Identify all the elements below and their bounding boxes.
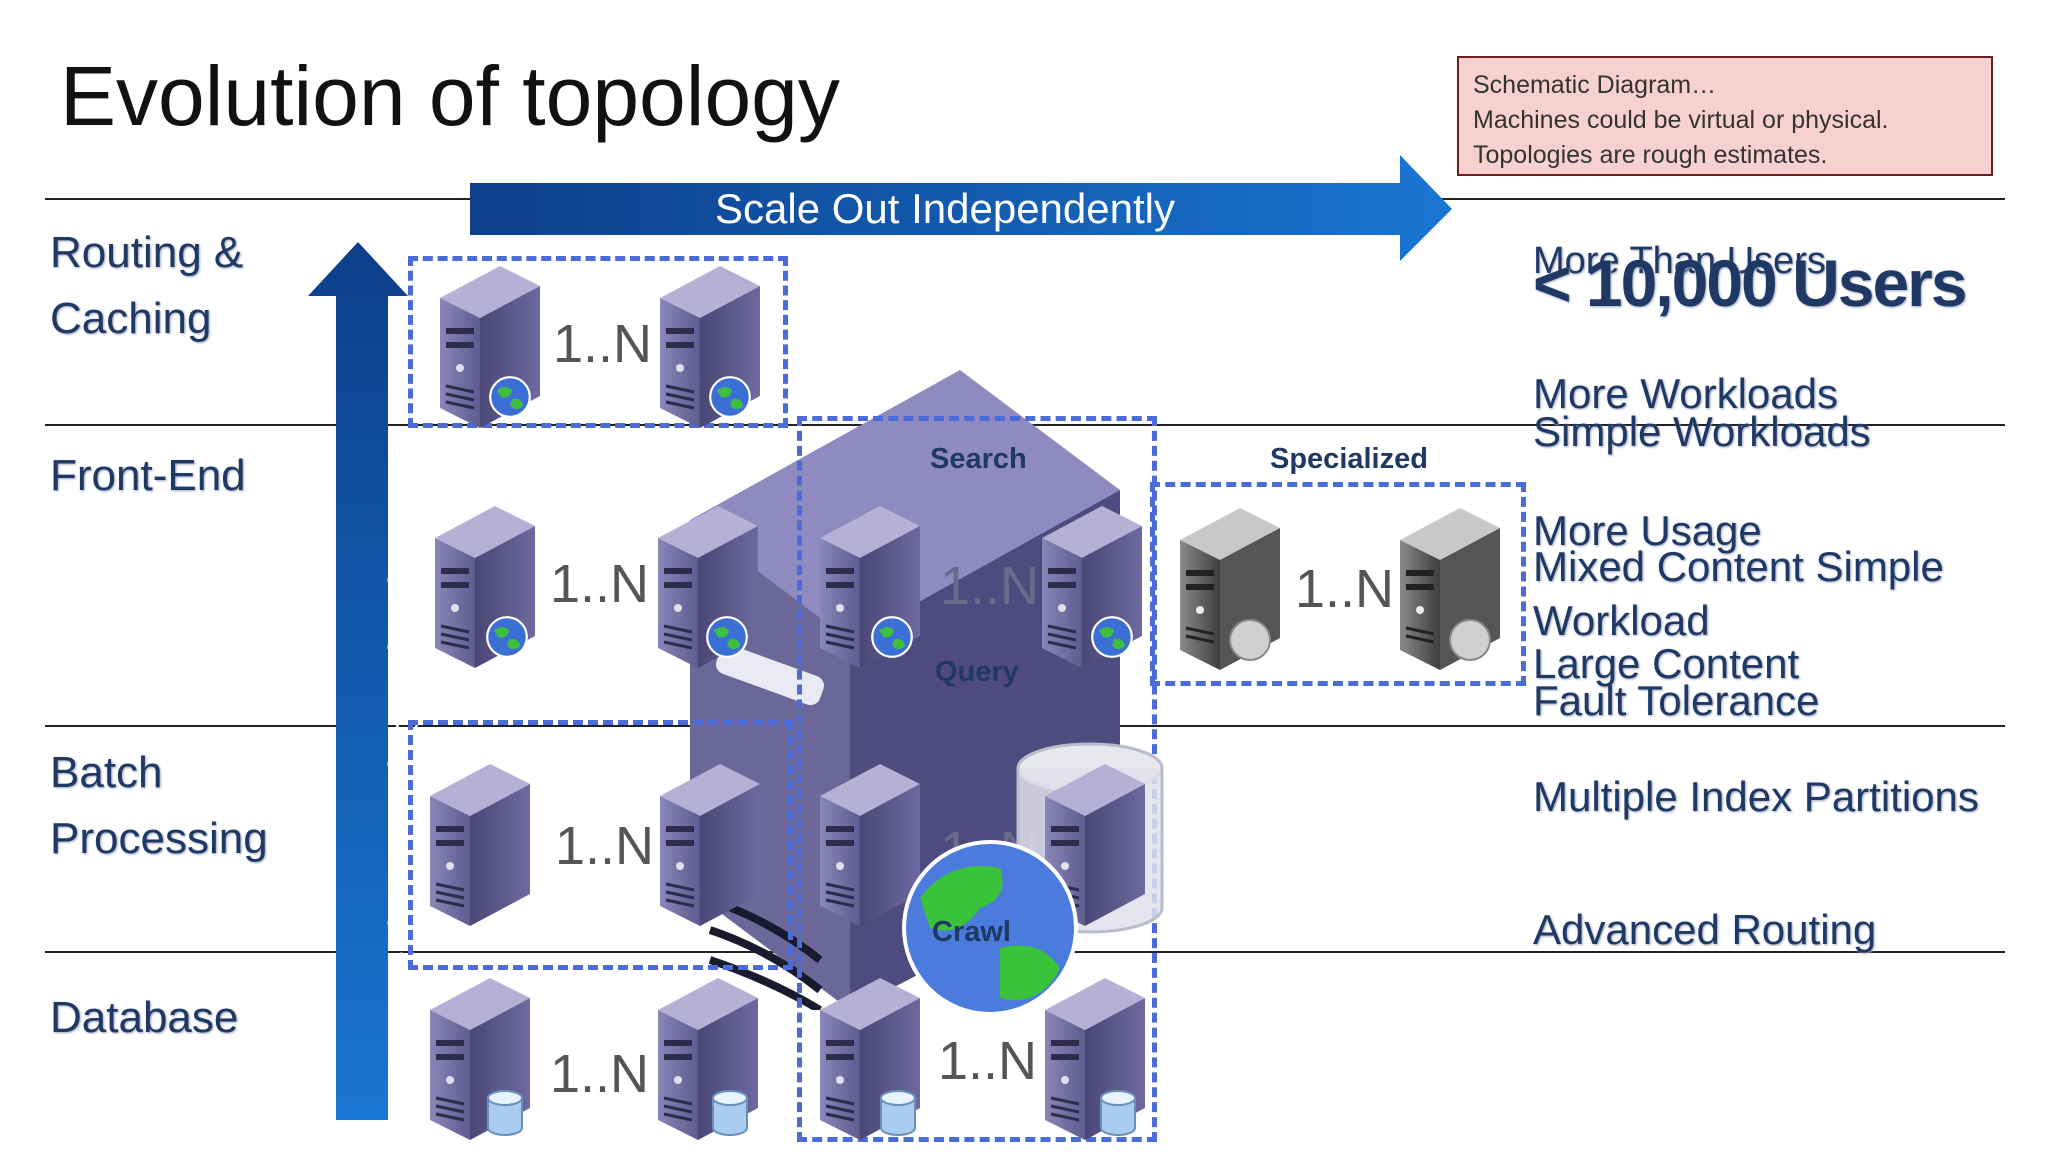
globe-icon: [708, 375, 752, 419]
routing-text: Advanced Routing: [1533, 906, 1877, 953]
workloads-text-2: Simple Workloads: [1533, 408, 1871, 455]
usage-text-1: More Usage: [1533, 507, 1762, 554]
disk-icon: [1449, 619, 1491, 661]
scale-up-arrow: [308, 242, 408, 1120]
schematic-note: Schematic Diagram… Machines could be vir…: [1457, 56, 1993, 176]
globe-icon: [705, 615, 749, 659]
multiplicity-label: 1..N: [940, 556, 1040, 616]
multiplicity-label: 1..N: [553, 314, 653, 374]
row-label-routing: Routing & Caching: [50, 220, 243, 352]
scale-out-arrow: [470, 155, 1452, 261]
disk-icon: [1229, 619, 1271, 661]
multiplicity-label: 1..N: [550, 554, 650, 614]
usage-text-3: Workload: [1533, 597, 1710, 644]
users-overlap-text: More Than Users: [1533, 240, 1826, 282]
database-icon: [878, 1090, 918, 1136]
crawl-caption: Crawl: [932, 916, 1011, 948]
row-label-routing-1: Routing &: [50, 228, 244, 277]
content-text: Large Content: [1533, 640, 1800, 687]
server-icon: [650, 756, 766, 931]
row-label-batch-1: Batch: [50, 748, 163, 797]
globe-icon: [488, 375, 532, 419]
note-line-2: Machines could be virtual or physical.: [1473, 106, 1889, 134]
query-caption: Query: [935, 656, 1019, 688]
crawl-globe-icon: [902, 840, 1078, 1016]
note-line-1: Schematic Diagram…: [1473, 71, 1717, 99]
usage-text-2: Mixed Content Simple: [1533, 543, 1944, 590]
page-title: Evolution of topology: [60, 49, 840, 143]
server-icon: [420, 756, 536, 931]
specialized-caption: Specialized: [1270, 443, 1428, 475]
multiplicity-label: 1..N: [555, 816, 655, 876]
row-label-batch: Batch Processing: [50, 740, 268, 872]
row-label-database: Database: [50, 993, 239, 1042]
globe-icon: [870, 615, 914, 659]
scale-out-label: Scale Out Independently: [715, 185, 1175, 232]
group-routing: [408, 256, 788, 428]
note-line-3: Topologies are rough estimates.: [1473, 141, 1828, 169]
row-label-routing-2: Caching: [50, 294, 212, 343]
globe-icon: [485, 615, 529, 659]
fault-text: Fault Tolerance: [1533, 677, 1820, 724]
search-caption: Search: [930, 443, 1027, 475]
globe-icon: [1090, 615, 1134, 659]
partitions-text: Multiple Index Partitions: [1533, 773, 1979, 820]
database-icon: [710, 1090, 750, 1136]
multiplicity-label: 1..N: [938, 1031, 1038, 1091]
group-batch: [408, 720, 793, 970]
database-icon: [485, 1090, 525, 1136]
row-label-batch-2: Processing: [50, 814, 268, 863]
row-label-frontend: Front-End: [50, 451, 246, 500]
group-specialized: [1150, 482, 1526, 686]
workloads-text-1: More Workloads: [1533, 370, 1838, 417]
multiplicity-label: 1..N: [1295, 559, 1395, 619]
multiplicity-label: 1..N: [550, 1044, 650, 1104]
users-text: < 10,000 Users: [1533, 246, 1968, 320]
database-icon: [1098, 1090, 1138, 1136]
